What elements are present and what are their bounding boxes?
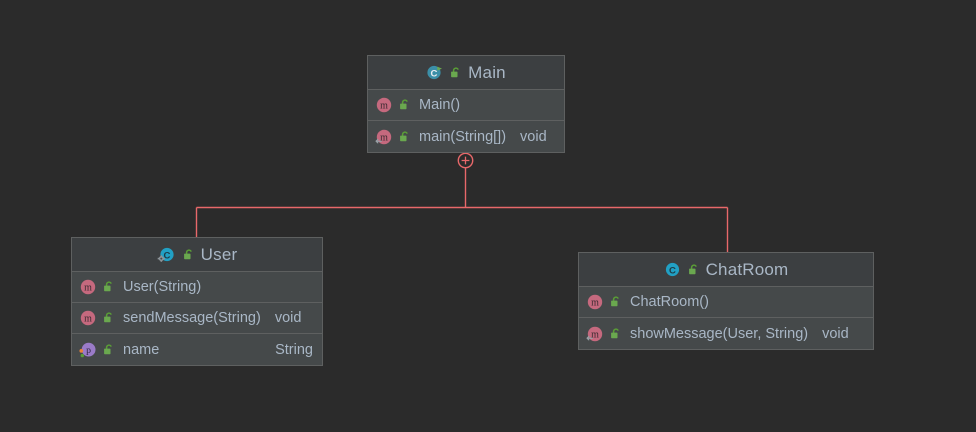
uml-class-user-title: User	[200, 244, 238, 264]
class-icon: C	[664, 261, 681, 278]
public-unlocked-icon	[449, 66, 462, 80]
method-icon: m	[375, 96, 393, 114]
class-configurable-icon: C	[157, 246, 176, 264]
uml-member-chatroom-showmessage[interactable]: m showMessage(User, String) void	[579, 318, 873, 349]
svg-text:m: m	[591, 298, 599, 309]
svg-text:p: p	[86, 345, 91, 356]
uml-member-return-type: void	[822, 325, 849, 342]
expand-collapse-node	[457, 152, 474, 169]
svg-text:m: m	[591, 329, 599, 340]
uml-class-chatroom[interactable]: C ChatRoom m	[578, 252, 874, 350]
uml-member-field-type: String	[275, 341, 313, 358]
uml-member-main-method[interactable]: m main(String[]) void	[368, 121, 564, 152]
uml-class-user[interactable]: C User	[71, 237, 323, 366]
property-field-icon: p	[79, 341, 97, 359]
svg-text:m: m	[380, 132, 388, 143]
method-icon: m	[79, 309, 97, 327]
uml-class-main-title: Main	[468, 62, 506, 82]
uml-member-label: showMessage(User, String)	[630, 325, 809, 342]
uml-member-return-type: void	[520, 128, 547, 145]
public-unlocked-icon	[687, 263, 700, 277]
uml-member-user-name-field[interactable]: p name String	[72, 334, 322, 365]
uml-member-user-constructor[interactable]: m User(String)	[72, 272, 322, 303]
public-unlocked-icon	[182, 248, 195, 262]
uml-class-main-header[interactable]: C Main	[368, 56, 564, 90]
uml-member-label: sendMessage(String)	[123, 310, 261, 326]
svg-text:C: C	[669, 265, 676, 276]
uml-class-chatroom-header[interactable]: C ChatRoom	[579, 253, 873, 287]
uml-member-label: name	[123, 341, 160, 358]
uml-class-user-header[interactable]: C User	[72, 238, 322, 272]
svg-text:C: C	[431, 68, 438, 79]
public-unlocked-icon	[398, 98, 411, 112]
public-unlocked-icon	[102, 280, 115, 294]
public-unlocked-icon	[609, 295, 622, 309]
method-icon: m	[586, 293, 604, 311]
uml-class-chatroom-title: ChatRoom	[705, 259, 789, 279]
uml-member-return-type: void	[274, 310, 302, 326]
svg-text:m: m	[84, 314, 92, 325]
uml-member-label: User(String)	[123, 279, 202, 295]
method-static-icon: m	[586, 325, 604, 343]
public-unlocked-icon	[609, 327, 622, 341]
uml-member-main-constructor[interactable]: m Main()	[368, 90, 564, 121]
uml-member-label: main(String[])	[419, 128, 507, 145]
uml-member-chatroom-constructor[interactable]: m ChatRoom()	[579, 287, 873, 318]
class-runnable-icon: C	[426, 64, 443, 81]
uml-member-label: ChatRoom()	[630, 294, 709, 310]
uml-member-user-sendmessage[interactable]: m sendMessage(String) void	[72, 303, 322, 334]
svg-text:C: C	[163, 250, 170, 261]
uml-class-main[interactable]: C Main m	[367, 55, 565, 153]
public-unlocked-icon	[398, 130, 411, 144]
method-icon: m	[79, 278, 97, 296]
public-unlocked-icon	[102, 311, 115, 325]
method-static-icon: m	[375, 128, 393, 146]
svg-text:m: m	[84, 283, 92, 294]
svg-text:m: m	[380, 101, 388, 112]
uml-member-label: Main()	[419, 97, 461, 113]
public-unlocked-icon	[102, 343, 115, 357]
